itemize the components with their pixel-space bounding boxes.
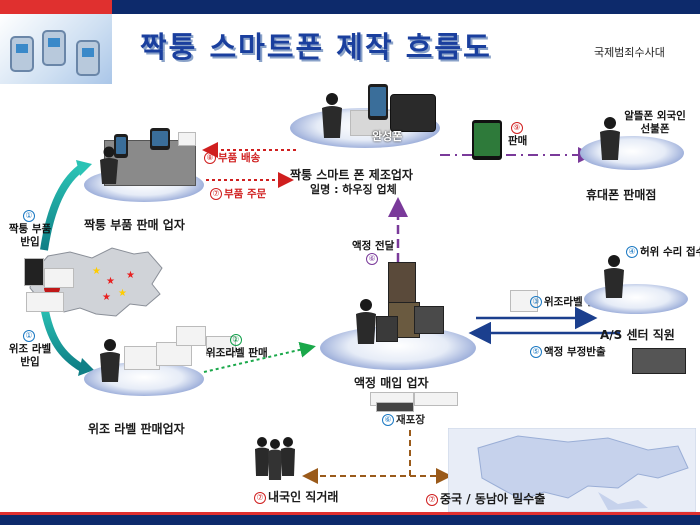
phone-shop-title: 휴대폰 판매점 [586,188,657,202]
agency-label: 국제범죄수사대 [594,46,665,59]
arrow-label-sale [203,341,316,373]
arrow-domestic [302,430,411,484]
phone-shop-note: 알뜰폰 외국인선불폰 [624,110,686,135]
label-sheet-icon [44,268,74,288]
arrow-parts-import [40,162,87,251]
people-icon [255,437,295,480]
device-icon [390,94,436,132]
footer-red-line [0,512,700,515]
package-icon [376,402,414,412]
label-sheet-icon [206,336,236,356]
svg-text:★: ★ [106,276,115,287]
label-sheet-icon [124,346,160,370]
person-icon [604,255,624,298]
svg-text:★: ★ [126,270,135,281]
header-thumbnail [0,14,112,84]
lcd-panel-icon [632,348,686,374]
finished-phone-tag: 완성폰 [372,130,403,143]
lcd-panel-icon [414,306,444,334]
package-icon [414,392,458,406]
smartcard-icon [76,40,100,76]
svg-text:★: ★ [118,288,127,299]
parts-box-icon [178,132,196,146]
as-center-title: A/S 센터 직원 [600,328,675,342]
header-navy-bar [112,0,700,14]
parts-seller-title: 짝퉁 부품 판매 업자 [84,218,185,232]
as-center-platform [584,284,688,314]
svg-text:★: ★ [92,266,101,277]
map-asia-icon [448,428,696,512]
arrow-label-import [40,305,85,372]
phone-shop-platform [580,136,684,170]
header-red-bar [0,0,112,14]
lcd-buyer-title: 액정 매입 업자 [354,376,429,390]
lcd-panel-icon [376,316,398,342]
footer-navy-bar [0,512,700,525]
phone-icon [472,120,502,160]
smartcard-icon [42,30,66,66]
person-icon [356,299,376,344]
person-icon [100,339,120,382]
label-seller-title: 위조 라벨 판매업자 [88,422,185,436]
page-title: 짝퉁 스마트폰 제작 흐름도 [140,30,492,64]
label-sheet-icon [176,326,206,346]
smartcard-icon [10,36,34,72]
phone-icon [24,258,44,286]
label-sheet-icon [26,292,64,312]
person-icon [100,146,118,184]
lcd-panel-icon [388,262,416,304]
phone-icon [114,134,128,158]
phone-icon [150,128,170,150]
person-icon [600,117,620,160]
manufacturer-subtitle: 일명 : 하우징 업체 [310,183,397,196]
label-sheet-icon [156,342,192,366]
svg-text:★: ★ [102,292,111,303]
manufacturer-title: 짝퉁 스마트 폰 제조업자 [290,168,413,182]
phone-icon [368,84,388,120]
person-icon [322,93,342,138]
